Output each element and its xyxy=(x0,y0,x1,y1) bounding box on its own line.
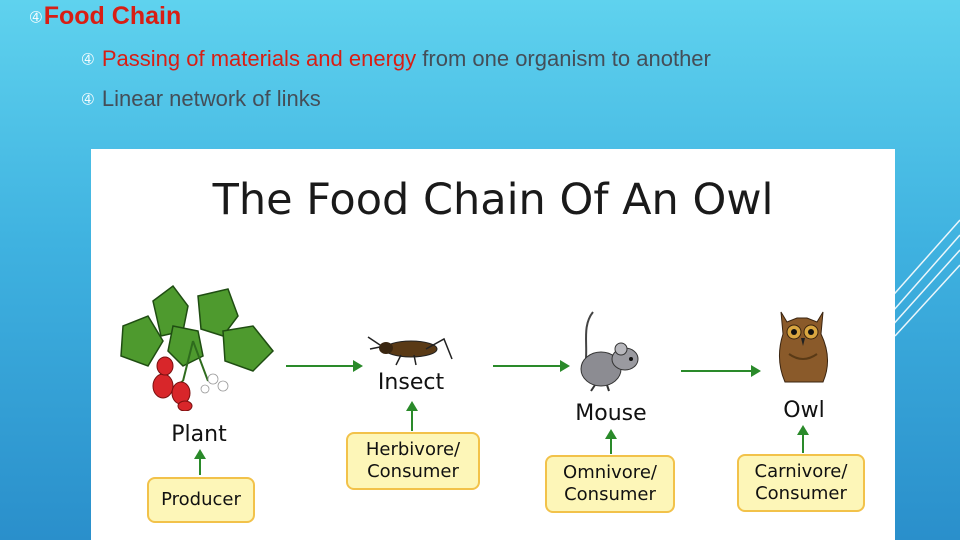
bullet-arrow-icon: ➃ xyxy=(30,10,42,26)
bullet-text: Linear network of links xyxy=(101,86,321,111)
role-producer-text: Producer xyxy=(161,489,241,510)
node-label-owl: Owl xyxy=(783,398,825,423)
arrow-up-herbivore-to-insect xyxy=(406,401,418,431)
role-box-herbivore: Herbivore/ Consumer xyxy=(346,432,480,490)
strawberry-plant-icon xyxy=(120,284,275,411)
slide-title: ➃Food Chain xyxy=(30,2,181,31)
diagram-title: The Food Chain Of An Owl xyxy=(212,175,774,225)
node-label-plant: Plant xyxy=(171,422,227,447)
arrow-up-omnivore-to-mouse xyxy=(605,429,617,454)
role-carnivore-line1: Carnivore/ xyxy=(754,461,848,482)
arrow-insect-to-mouse xyxy=(493,360,570,372)
bullet-item-1: ➃ Passing of materials and energy from o… xyxy=(82,46,711,72)
arrow-up-carnivore-to-owl xyxy=(797,425,809,453)
role-herbivore-line2: Consumer xyxy=(367,461,459,482)
node-label-insect: Insect xyxy=(377,370,445,395)
role-omnivore-line2: Consumer xyxy=(564,484,656,505)
role-herbivore-line1: Herbivore/ xyxy=(365,439,461,460)
arrow-mouse-to-owl xyxy=(681,365,761,377)
role-omnivore-line1: Omnivore/ xyxy=(563,462,657,483)
owl-icon xyxy=(779,311,828,383)
arrow-up-producer-to-plant xyxy=(194,449,206,475)
arrow-plant-to-insect xyxy=(286,360,363,372)
slide-title-text: Food Chain xyxy=(43,2,182,30)
role-box-producer: Producer xyxy=(147,477,255,523)
role-box-carnivore: Carnivore/ Consumer xyxy=(737,454,865,512)
cricket-insect-icon xyxy=(367,336,453,366)
bullet-item-2: ➃ Linear network of links xyxy=(82,86,321,112)
role-carnivore-line2: Consumer xyxy=(755,483,847,504)
mouse-icon xyxy=(580,311,639,392)
bullet-arrow-icon: ➃ xyxy=(82,52,94,68)
food-chain-diagram: The Food Chain Of An Owl Plant Producer xyxy=(91,149,895,540)
bullet-arrow-icon: ➃ xyxy=(82,92,94,108)
bullet-rest: from one organism to another xyxy=(416,46,711,71)
role-box-omnivore: Omnivore/ Consumer xyxy=(545,455,675,513)
bullet-highlight: Passing of materials and energy xyxy=(101,46,417,71)
node-label-mouse: Mouse xyxy=(575,401,647,426)
